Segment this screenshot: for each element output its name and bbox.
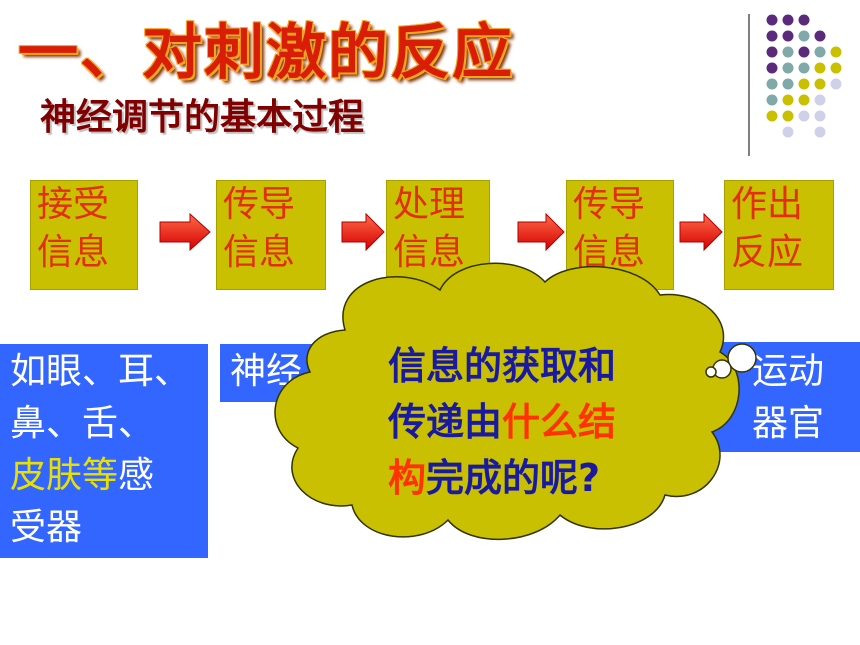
dot-row-1 (766, 14, 810, 26)
dot (766, 14, 778, 26)
dot (766, 30, 778, 42)
receptors-box: 如眼、耳、 鼻、舌、 皮肤等感 受器 (0, 344, 208, 558)
dot (782, 94, 794, 106)
arrow-right-icon (341, 212, 385, 252)
dot-row-3 (766, 46, 842, 58)
dot (782, 46, 794, 58)
dot (814, 30, 826, 42)
dot (766, 110, 778, 122)
dot (814, 110, 826, 122)
step-make-response: 作出 反应 (724, 180, 834, 290)
dot (798, 30, 810, 42)
step-receive-info: 接受 信息 (30, 180, 138, 290)
dot-row-4 (766, 62, 842, 74)
dot (798, 110, 810, 122)
step-conduct-info-2: 传导 信息 (566, 180, 674, 290)
arrow-right-icon (159, 212, 211, 252)
step-line: 信息 (573, 232, 646, 273)
step-line: 作出 (731, 184, 804, 225)
dot (830, 62, 842, 74)
cloud-highlight: 构 (388, 456, 427, 500)
dot (782, 62, 794, 74)
dot (782, 126, 794, 138)
step-line: 传导 (573, 184, 646, 225)
effector-line: 运动 (752, 351, 825, 392)
cloud-line: 信息的获取和 (388, 344, 617, 388)
dot-row-2 (766, 30, 826, 42)
step-line: 信息 (393, 232, 466, 273)
dot (782, 30, 794, 42)
nerve-box: 神经 (220, 344, 360, 402)
dot (830, 78, 842, 90)
dot (814, 62, 826, 74)
receptors-line: 皮肤等感 (10, 450, 208, 502)
dot (798, 46, 810, 58)
cloud-highlight: 什么结 (502, 400, 617, 444)
arrow-right-icon (679, 212, 723, 252)
dot-row-6 (766, 94, 826, 106)
cloud-text-part: 传递由 (388, 400, 503, 444)
receptors-highlight: 皮肤等 (10, 455, 119, 496)
dot (814, 78, 826, 90)
cloud-line: 传递由什么结 (388, 394, 708, 450)
dot (814, 46, 826, 58)
step-line: 处理 (393, 184, 466, 225)
dot-row-8 (782, 126, 826, 138)
nerve-text: 神经 (230, 351, 303, 392)
dot-row-7 (766, 110, 826, 122)
dot (782, 14, 794, 26)
dot (814, 126, 826, 138)
slide-subtitle: 神经调节的基本过程 (40, 97, 365, 138)
cloud-question: 信息的获取和 传递由什么结 构完成的呢? (388, 338, 708, 506)
dot-row-5 (766, 78, 842, 90)
dot (798, 94, 810, 106)
effector-box: 运动 器官 (712, 342, 860, 452)
dot (798, 78, 810, 90)
cloud-text-part: 完成的呢? (426, 456, 601, 500)
receptors-line: 受器 (10, 507, 83, 548)
receptors-line: 如眼、耳、 (10, 351, 191, 392)
dot (782, 110, 794, 122)
receptors-suffix: 感 (118, 455, 155, 496)
cloud-line: 构完成的呢? (388, 450, 708, 506)
slide-title: 一、对刺激的反应 (18, 18, 514, 88)
step-conduct-info-1: 传导 信息 (216, 180, 326, 290)
dot (766, 94, 778, 106)
dot (798, 62, 810, 74)
step-line: 信息 (37, 232, 110, 273)
step-line: 反应 (731, 232, 804, 273)
step-line: 信息 (223, 232, 296, 273)
dot (766, 62, 778, 74)
dot (782, 78, 794, 90)
step-line: 传导 (223, 184, 296, 225)
step-process-info: 处理 信息 (386, 180, 490, 290)
dot (766, 78, 778, 90)
divider-line (748, 14, 750, 156)
receptors-line: 鼻、舌、 (10, 403, 155, 444)
dot (798, 14, 810, 26)
step-line: 接受 (37, 184, 110, 225)
dot (766, 46, 778, 58)
effector-line: 器官 (752, 403, 825, 444)
dot (830, 46, 842, 58)
arrow-right-icon (517, 212, 565, 252)
decorative-dot-grid (766, 14, 842, 138)
dot (814, 94, 826, 106)
